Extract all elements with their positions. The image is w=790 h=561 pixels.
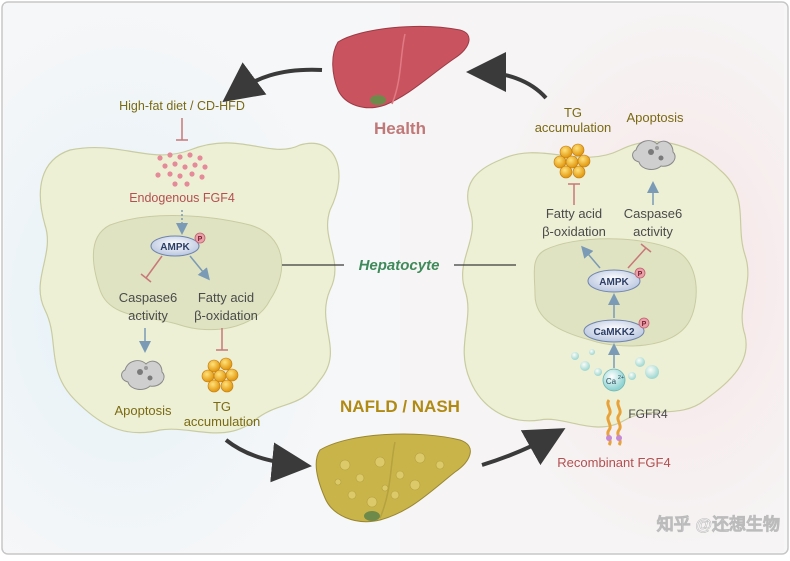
right-ampk-node: AMPK P bbox=[587, 267, 646, 293]
hepatocyte-label: Hepatocyte bbox=[359, 257, 440, 274]
right-ampk-to-fatty-arrow bbox=[581, 245, 601, 269]
recombinant-fgf4-label: Recombinant FGF4 bbox=[557, 455, 670, 470]
fgfr4-receptor-icon bbox=[606, 399, 622, 446]
right-caspase-line2: activity bbox=[633, 224, 673, 239]
right-apoptosis-icon bbox=[632, 140, 676, 170]
right-tg-line1: TG bbox=[564, 105, 582, 120]
left-tg-line1: TG bbox=[213, 399, 231, 414]
fgf4-dots-icon bbox=[155, 152, 208, 187]
left-ampk-node: AMPK P bbox=[150, 232, 206, 257]
right-ampk-phospho: P bbox=[638, 271, 643, 278]
left-caspase-line2: activity bbox=[128, 308, 168, 323]
left-apoptosis-icon bbox=[121, 360, 165, 390]
fgfr4-label: FGFR4 bbox=[628, 407, 668, 421]
arrow-health-to-left bbox=[222, 62, 323, 103]
right-tg-fat-icon bbox=[553, 143, 591, 179]
right-fatty-line2: β-oxidation bbox=[542, 224, 606, 239]
right-inhibit-caspase bbox=[627, 247, 647, 269]
calcium-superscript: 2+ bbox=[618, 375, 624, 381]
left-inhibit-caspase bbox=[145, 255, 163, 279]
left-nucleus bbox=[92, 215, 283, 331]
left-tg-fat-icon bbox=[201, 357, 239, 393]
left-tg-line2: accumulation bbox=[184, 414, 261, 429]
right-ampk-label: AMPK bbox=[599, 277, 629, 288]
watermark-text: 知乎 @还想生物 bbox=[656, 514, 780, 534]
left-hepatocyte bbox=[39, 142, 340, 434]
left-ampk-to-fatty-arrow bbox=[189, 255, 210, 281]
left-caspase-line1: Caspase6 bbox=[119, 290, 178, 305]
healthy-liver bbox=[332, 25, 470, 109]
right-caspase-line1: Caspase6 bbox=[624, 206, 683, 221]
left-phospho-label: P bbox=[198, 236, 203, 243]
right-tg-line2: accumulation bbox=[535, 120, 612, 135]
left-fgf4-label: Endogenous FGF4 bbox=[129, 191, 235, 205]
right-camkk2-phospho: P bbox=[642, 321, 647, 328]
health-label: Health bbox=[374, 119, 426, 138]
left-fatty-line2: β-oxidation bbox=[194, 308, 258, 323]
left-apoptosis-label: Apoptosis bbox=[114, 403, 172, 418]
arrow-nafld-to-right bbox=[481, 428, 566, 467]
right-camkk2-label: CaMKK2 bbox=[593, 327, 635, 338]
calcium-bubbles-icon bbox=[571, 349, 659, 392]
left-trigger-label: High-fat diet / CD-HFD bbox=[119, 99, 245, 113]
left-ampk-label: AMPK bbox=[160, 242, 190, 253]
nafld-label: NAFLD / NASH bbox=[340, 397, 460, 416]
calcium-label: Ca bbox=[606, 377, 617, 386]
left-fatty-line1: Fatty acid bbox=[198, 290, 254, 305]
arrow-left-to-nafld bbox=[224, 438, 312, 483]
right-apoptosis-label: Apoptosis bbox=[626, 110, 684, 125]
right-camkk2-node: CaMKK2 P bbox=[583, 317, 650, 343]
arrow-right-to-health bbox=[466, 52, 548, 100]
fatty-liver bbox=[315, 433, 471, 523]
right-fatty-line1: Fatty acid bbox=[546, 206, 602, 221]
